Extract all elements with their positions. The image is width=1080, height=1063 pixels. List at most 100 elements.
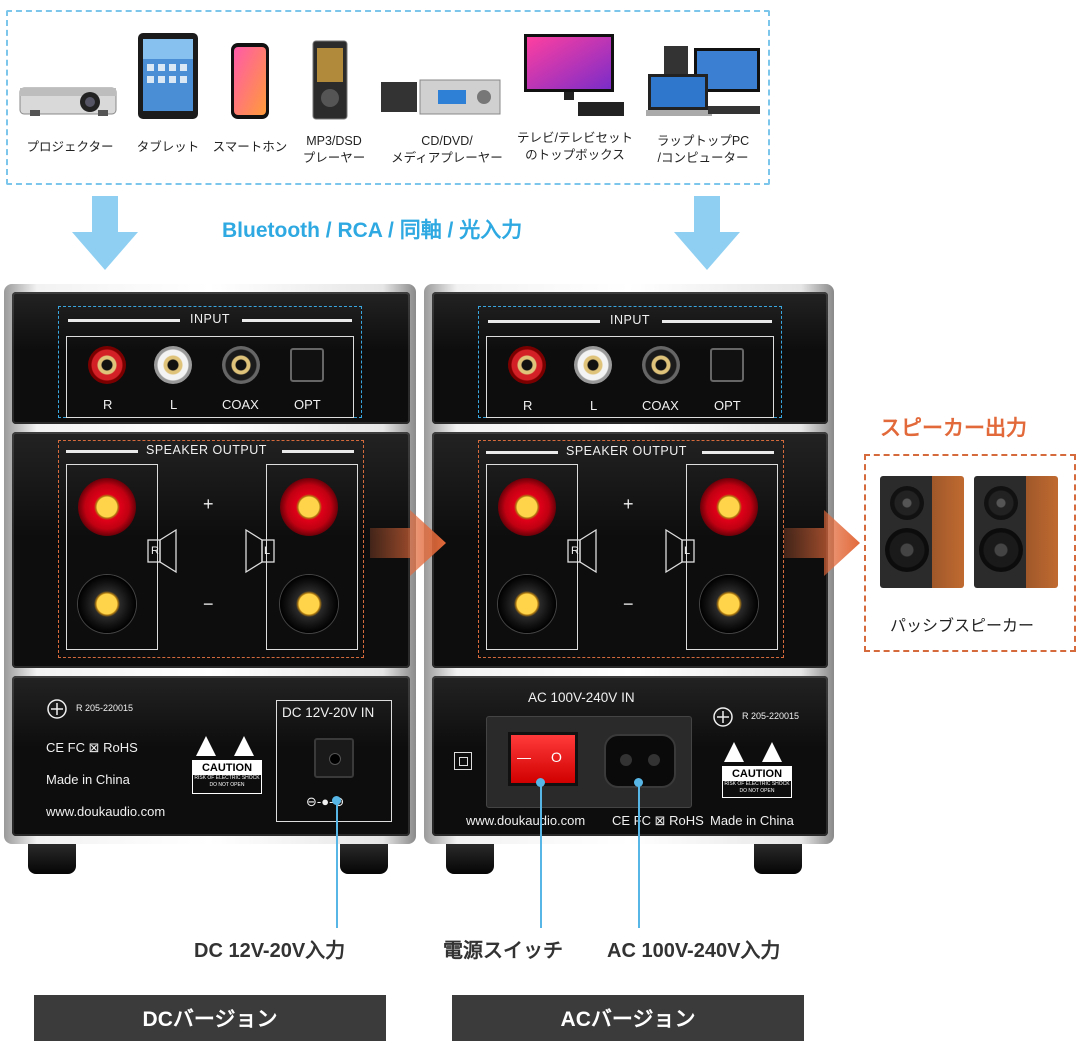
dc-speaker-output-title: SPEAKER OUTPUT xyxy=(146,443,267,457)
ac-left-positive-terminal[interactable] xyxy=(700,478,758,536)
dc-barrel-jack[interactable] xyxy=(314,738,354,778)
ac-cert-number: R 205-220015 xyxy=(742,711,800,721)
power-switch[interactable]: — O xyxy=(508,732,578,786)
cd-player-icon xyxy=(380,78,502,118)
ac-speaker-output-title: SPEAKER OUTPUT xyxy=(566,444,687,458)
source-devices-box xyxy=(6,10,770,185)
ac-website: www.doukaudio.com xyxy=(466,813,586,828)
ac-input-callout-label: AC 100V-240V入力 xyxy=(607,940,781,962)
ac-plus-label: + xyxy=(623,494,634,514)
ac-foot-right xyxy=(754,844,802,874)
dc-speaker-output-area xyxy=(58,440,364,658)
device-label-laptop: ラップトップPC /コンピューター xyxy=(656,134,750,165)
input-types-headline: Bluetooth / RCA / 同軸 / 光入力 xyxy=(222,219,523,242)
ac-coax-jack[interactable] xyxy=(642,346,680,384)
dc-input-title: INPUT xyxy=(190,312,230,326)
power-switch-off-mark: O xyxy=(551,749,562,765)
device-label-projector: プロジェクター xyxy=(26,140,114,154)
dc-website: www.doukaudio.com xyxy=(46,804,166,819)
dc-rca-right-jack[interactable] xyxy=(88,346,126,384)
dc-rca-left-jack[interactable] xyxy=(154,346,192,384)
device-label-cd-player: CD/DVD/ メディアプレーヤー xyxy=(391,134,503,165)
dc-input-callout-label: DC 12V-20V入力 xyxy=(194,940,346,962)
device-label-smartphone: スマートホン xyxy=(212,140,288,154)
input-arrow-right-icon xyxy=(674,196,740,270)
dc-cert-number: R 205-220015 xyxy=(76,703,134,713)
output-arrow-2-icon xyxy=(784,510,860,576)
dc-caution-title: CAUTION xyxy=(193,761,261,775)
ac-cert-icon xyxy=(713,707,733,727)
dc-jack-label-coax: COAX xyxy=(222,397,259,412)
dc-compliance-marks: CE FC ⊠ RoHS xyxy=(46,740,138,755)
dc-made-in: Made in China xyxy=(46,772,130,787)
dc-left-positive-terminal[interactable] xyxy=(280,478,338,536)
dc-coax-jack[interactable] xyxy=(222,346,260,384)
dc-in-label: DC 12V-20V IN xyxy=(282,705,375,720)
dc-input-panel xyxy=(12,292,410,424)
ac-input-callout-line xyxy=(638,782,640,928)
power-switch-callout-line xyxy=(540,782,542,928)
ac-caution-label: CAUTION RISK OF ELECTRIC SHOCK DO NOT OP… xyxy=(722,766,792,798)
dc-speaker-l-symbol-icon xyxy=(245,528,275,574)
dc-speaker-panel xyxy=(12,432,410,668)
power-switch-on-mark: — xyxy=(517,749,531,765)
ac-compliance-marks: CE FC ⊠ RoHS xyxy=(612,813,704,828)
dc-warning-triangle-icon xyxy=(196,736,254,756)
ac-caution-small: RISK OF ELECTRIC SHOCK DO NOT OPEN xyxy=(724,781,790,794)
passive-speaker-left xyxy=(880,476,964,588)
ac-rca-left-jack[interactable] xyxy=(574,346,612,384)
ac-version-label: ACバージョン xyxy=(452,995,804,1041)
dc-version-label: DCバージョン xyxy=(34,995,386,1041)
ac-in-label: AC 100V-240V IN xyxy=(528,690,635,705)
ac-jack-label-opt: OPT xyxy=(714,398,741,413)
power-switch-callout-label: 電源スイッチ xyxy=(443,940,563,962)
ac-warning-triangle-icon xyxy=(724,742,782,762)
speaker-output-headline: スピーカー出力 xyxy=(880,417,1027,440)
ac-made-in: Made in China xyxy=(710,813,794,828)
dc-caution-small: RISK OF ELECTRIC SHOCK DO NOT OPEN xyxy=(194,775,260,788)
device-label-tablet: タブレット xyxy=(136,140,200,154)
input-arrow-left-icon xyxy=(72,196,138,270)
ac-speaker-r-label: R xyxy=(571,545,579,557)
ac-jack-label-l: L xyxy=(590,398,598,413)
dc-jack-label-r: R xyxy=(103,397,113,412)
ac-input-title: INPUT xyxy=(610,313,650,327)
ac-speaker-output-area xyxy=(478,440,784,658)
dc-right-positive-terminal[interactable] xyxy=(78,478,136,536)
dc-minus-label: − xyxy=(203,594,214,614)
dc-left-negative-terminal[interactable] xyxy=(280,575,338,633)
dc-caution-label: CAUTION RISK OF ELECTRIC SHOCK DO NOT OP… xyxy=(192,760,262,794)
dc-cert-icon xyxy=(47,699,67,719)
ac-right-negative-terminal[interactable] xyxy=(498,575,556,633)
dc-plus-label: + xyxy=(203,494,214,514)
ac-right-positive-terminal[interactable] xyxy=(498,478,556,536)
ac-input-panel xyxy=(432,292,828,424)
mp3-player-icon xyxy=(312,40,348,120)
passive-speaker-label: パッシブスピーカー xyxy=(890,618,1035,635)
dc-right-negative-terminal[interactable] xyxy=(78,575,136,633)
ac-rca-right-jack[interactable] xyxy=(508,346,546,384)
dc-speaker-r-label: R xyxy=(151,545,159,557)
ac-caution-title: CAUTION xyxy=(723,767,791,781)
laptop-computer-icon xyxy=(646,44,764,120)
ac-speaker-l-symbol-icon xyxy=(665,528,695,574)
ac-speaker-l-label: L xyxy=(684,545,691,557)
ac-speaker-r-symbol-icon xyxy=(567,528,597,574)
passive-speakers-box xyxy=(864,454,1076,652)
dc-optical-jack[interactable] xyxy=(290,348,324,382)
ac-optical-jack[interactable] xyxy=(710,348,744,382)
ac-ground-symbol-icon xyxy=(454,752,472,770)
dc-speaker-r-symbol-icon xyxy=(147,528,177,574)
dc-jack-label-opt: OPT xyxy=(294,397,321,412)
dc-foot-right xyxy=(340,844,388,874)
output-arrow-1-icon xyxy=(370,510,446,576)
projector-icon xyxy=(18,80,118,120)
smartphone-icon xyxy=(230,42,270,120)
ac-left-negative-terminal[interactable] xyxy=(700,575,758,633)
device-label-mp3-player: MP3/DSD プレーヤー xyxy=(302,134,366,165)
dc-speaker-l-label: L xyxy=(264,545,271,557)
tv-icon xyxy=(520,32,626,118)
tablet-icon xyxy=(137,32,199,120)
ac-jack-label-r: R xyxy=(523,398,533,413)
passive-speaker-right xyxy=(974,476,1058,588)
